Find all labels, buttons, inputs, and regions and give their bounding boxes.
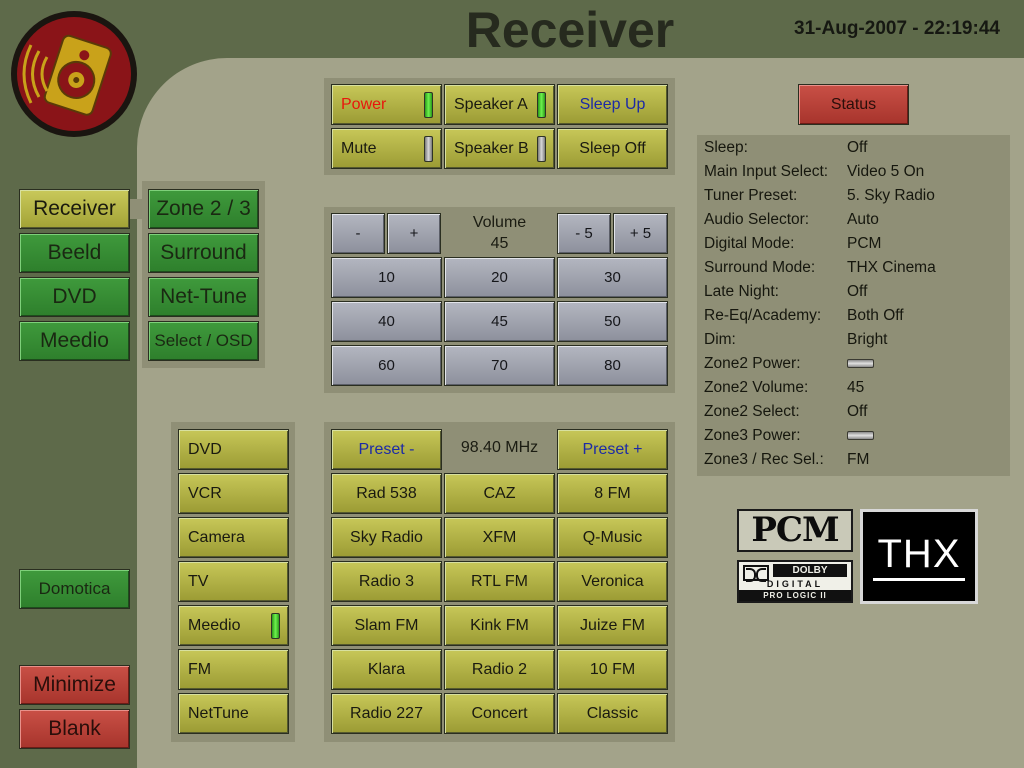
source-fm-button[interactable]: FM xyxy=(178,649,289,690)
station-button[interactable]: Classic xyxy=(557,693,668,734)
status-row: Surround Mode:THX Cinema xyxy=(704,259,936,276)
status-button[interactable]: Status xyxy=(798,84,909,125)
thx-logo: THX xyxy=(860,509,978,604)
datetime-display: 31-Aug-2007 - 22:19:44 xyxy=(794,18,1000,39)
receiver-logo xyxy=(11,11,137,137)
volume-preset-button[interactable]: 70 xyxy=(444,345,555,386)
status-row: Zone3 Power: xyxy=(704,427,1004,451)
station-button[interactable]: Slam FM xyxy=(331,605,442,646)
station-button[interactable]: Radio 2 xyxy=(444,649,555,690)
volume-preset-button[interactable]: 60 xyxy=(331,345,442,386)
source-meedio-button[interactable]: Meedio xyxy=(178,605,289,646)
status-row: Sleep:Off xyxy=(704,139,868,156)
source-meedio-label: Meedio xyxy=(188,616,241,634)
status-row: Zone2 Select:Off xyxy=(704,403,868,420)
zone2-power-indicator xyxy=(847,359,874,369)
station-button[interactable]: Radio 227 xyxy=(331,693,442,734)
volume-preset-button[interactable]: 50 xyxy=(557,301,668,342)
sleep-up-button[interactable]: Sleep Up xyxy=(557,84,668,125)
station-button[interactable]: Kink FM xyxy=(444,605,555,646)
page-title: Receiver xyxy=(465,2,675,58)
volume-label: Volume xyxy=(472,214,527,231)
subnav-nettune-button[interactable]: Net-Tune xyxy=(148,277,259,317)
volume-up-button[interactable]: + xyxy=(387,213,441,254)
source-camera-button[interactable]: Camera xyxy=(178,517,289,558)
station-button[interactable]: RTL FM xyxy=(444,561,555,602)
status-row: Late Night:Off xyxy=(704,283,868,300)
volume-value: 45 xyxy=(490,235,509,252)
source-meedio-indicator xyxy=(271,613,280,639)
source-nettune-button[interactable]: NetTune xyxy=(178,693,289,734)
volume-preset-button[interactable]: 20 xyxy=(444,257,555,298)
minimize-button[interactable]: Minimize xyxy=(19,665,130,705)
speaker-b-button[interactable]: Speaker B xyxy=(444,128,555,169)
status-row: Tuner Preset:5. Sky Radio xyxy=(704,187,935,204)
volume-minus5-button[interactable]: - 5 xyxy=(557,213,611,254)
station-button[interactable]: 10 FM xyxy=(557,649,668,690)
blank-button[interactable]: Blank xyxy=(19,709,130,749)
zone3-power-indicator xyxy=(847,431,874,441)
preset-plus-button[interactable]: Preset + xyxy=(557,429,668,470)
status-row: Main Input Select:Video 5 On xyxy=(704,163,925,180)
station-button[interactable]: Juize FM xyxy=(557,605,668,646)
source-dvd-button[interactable]: DVD xyxy=(178,429,289,470)
status-row: Zone2 Power: xyxy=(704,355,1004,379)
mute-indicator xyxy=(424,136,433,162)
station-button[interactable]: Q-Music xyxy=(557,517,668,558)
station-button[interactable]: Sky Radio xyxy=(331,517,442,558)
station-button[interactable]: Rad 538 xyxy=(331,473,442,514)
volume-plus5-button[interactable]: + 5 xyxy=(613,213,668,254)
volume-preset-button[interactable]: 45 xyxy=(444,301,555,342)
pcm-logo: PCM xyxy=(737,509,853,552)
speaker-a-label: Speaker A xyxy=(454,95,528,113)
dolby-prologic-logo: DOLBY DIGITAL PRO LOGIC II xyxy=(737,560,853,603)
power-button[interactable]: Power xyxy=(331,84,442,125)
station-button[interactable]: XFM xyxy=(444,517,555,558)
status-panel: Sleep:Off Main Input Select:Video 5 On T… xyxy=(697,135,1010,476)
subnav-surround-button[interactable]: Surround xyxy=(148,233,259,273)
station-button[interactable]: 8 FM xyxy=(557,473,668,514)
dolby-double-d-icon xyxy=(743,565,769,582)
speaker-a-button[interactable]: Speaker A xyxy=(444,84,555,125)
tuner-frequency: 98.40 MHz xyxy=(460,439,539,456)
station-button[interactable]: Veronica xyxy=(557,561,668,602)
volume-preset-button[interactable]: 30 xyxy=(557,257,668,298)
source-vcr-button[interactable]: VCR xyxy=(178,473,289,514)
status-row: Zone3 / Rec Sel.:FM xyxy=(704,451,870,468)
nav-connector xyxy=(130,199,144,219)
source-tv-button[interactable]: TV xyxy=(178,561,289,602)
nav-receiver-button[interactable]: Receiver xyxy=(19,189,130,229)
station-button[interactable]: Radio 3 xyxy=(331,561,442,602)
volume-preset-button[interactable]: 80 xyxy=(557,345,668,386)
sleep-off-button[interactable]: Sleep Off xyxy=(557,128,668,169)
subnav-zone23-button[interactable]: Zone 2 / 3 xyxy=(148,189,259,229)
status-row: Audio Selector:Auto xyxy=(704,211,879,228)
mute-label: Mute xyxy=(341,139,377,157)
volume-preset-button[interactable]: 40 xyxy=(331,301,442,342)
speaker-b-indicator xyxy=(537,136,546,162)
volume-down-button[interactable]: - xyxy=(331,213,385,254)
status-row: Re-Eq/Academy:Both Off xyxy=(704,307,904,324)
status-row: Digital Mode:PCM xyxy=(704,235,882,252)
speaker-b-label: Speaker B xyxy=(454,139,529,157)
station-button[interactable]: CAZ xyxy=(444,473,555,514)
station-button[interactable]: Klara xyxy=(331,649,442,690)
speaker-a-indicator xyxy=(537,92,546,118)
subnav-select-osd-button[interactable]: Select / OSD xyxy=(148,321,259,361)
status-row: Dim:Bright xyxy=(704,331,888,348)
preset-minus-button[interactable]: Preset - xyxy=(331,429,442,470)
status-row: Zone2 Volume:45 xyxy=(704,379,865,396)
volume-preset-button[interactable]: 10 xyxy=(331,257,442,298)
nav-dvd-button[interactable]: DVD xyxy=(19,277,130,317)
nav-meedio-button[interactable]: Meedio xyxy=(19,321,130,361)
station-button[interactable]: Concert xyxy=(444,693,555,734)
domotica-button[interactable]: Domotica xyxy=(19,569,130,609)
power-indicator xyxy=(424,92,433,118)
mute-button[interactable]: Mute xyxy=(331,128,442,169)
speaker-disc-icon xyxy=(22,34,112,116)
power-label: Power xyxy=(341,95,387,113)
nav-beeld-button[interactable]: Beeld xyxy=(19,233,130,273)
